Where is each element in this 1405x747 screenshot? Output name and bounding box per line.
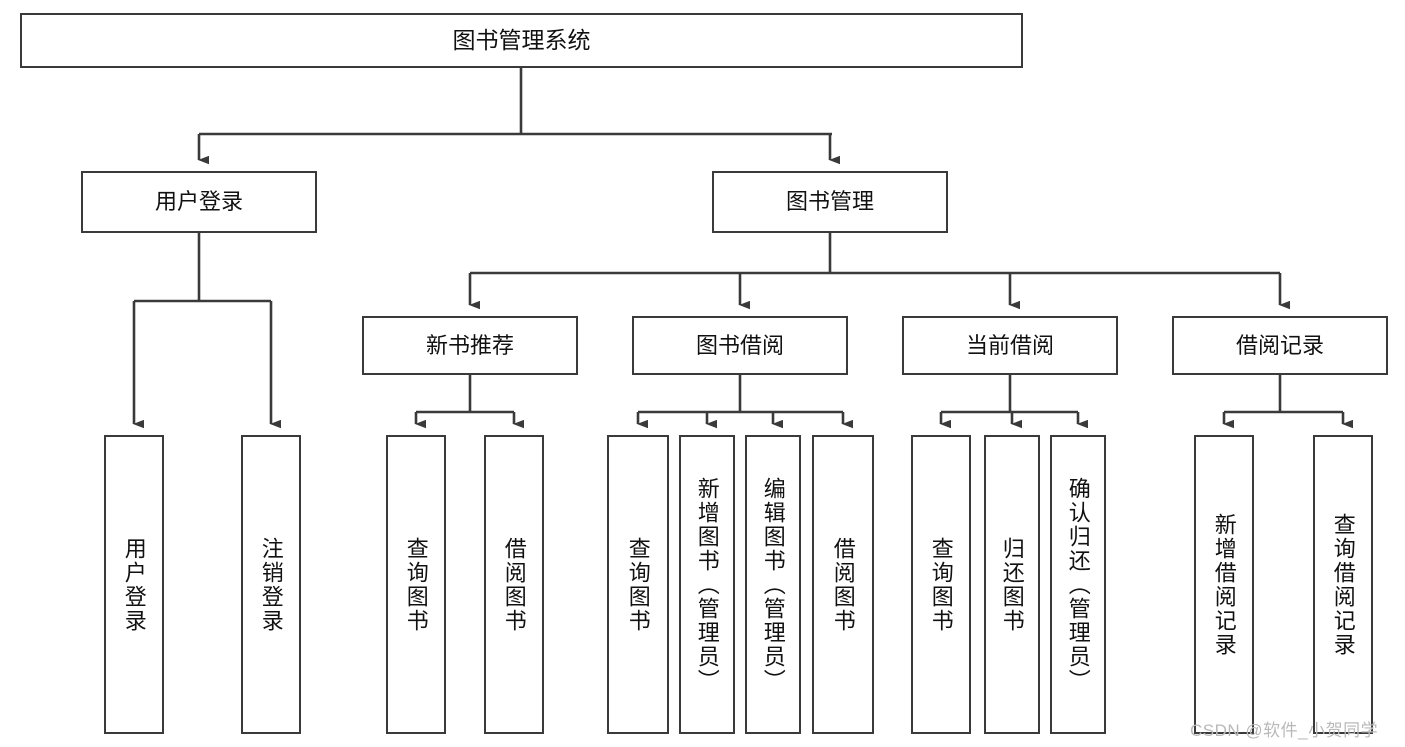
leaf-confirm-return-admin[interactable]: 确认归还（管理员） (1050, 435, 1106, 734)
leaf-add-borrow-record[interactable]: 新增借阅记录 (1194, 435, 1254, 734)
node-label: 编辑图书（管理员） (760, 476, 786, 693)
leaf-user-login[interactable]: 用户登录 (104, 435, 164, 734)
node-label: 查询借阅记录 (1330, 512, 1356, 657)
leaf-add-book-admin[interactable]: 新增图书（管理员） (679, 435, 735, 734)
node-label: 查询图书 (625, 536, 651, 633)
leaf-query-book-borrow[interactable]: 查询图书 (607, 435, 669, 734)
node-label: 借阅记录 (1235, 332, 1324, 358)
leaf-query-book-current[interactable]: 查询图书 (911, 435, 971, 734)
node-label: 用户登录 (121, 536, 147, 633)
leaf-query-borrow-record[interactable]: 查询借阅记录 (1313, 435, 1373, 734)
leaf-borrow-book[interactable]: 借阅图书 (812, 435, 874, 734)
node-label: 确认归还（管理员） (1065, 476, 1091, 693)
leaf-return-book[interactable]: 归还图书 (984, 435, 1040, 734)
leaf-edit-book-admin[interactable]: 编辑图书（管理员） (745, 435, 801, 734)
node-label: 查询图书 (928, 536, 954, 633)
node-user-login[interactable]: 用户登录 (81, 171, 317, 233)
node-borrow-record[interactable]: 借阅记录 (1172, 316, 1388, 375)
node-root-label: 图书管理系统 (452, 27, 591, 54)
node-label: 图书借阅 (695, 332, 784, 358)
node-label: 借阅图书 (830, 536, 856, 633)
node-label: 注销登录 (258, 536, 284, 633)
node-label: 用户登录 (154, 189, 243, 215)
node-label: 新书推荐 (425, 332, 514, 358)
node-book-management[interactable]: 图书管理 (712, 171, 948, 233)
node-label: 新增图书（管理员） (694, 476, 720, 693)
node-label: 当前借阅 (965, 332, 1054, 358)
node-label: 查询图书 (403, 536, 429, 633)
node-new-book-recommend[interactable]: 新书推荐 (362, 316, 578, 375)
leaf-logout[interactable]: 注销登录 (241, 435, 301, 734)
node-label: 图书管理 (785, 189, 874, 215)
leaf-query-book-recommend[interactable]: 查询图书 (386, 435, 446, 734)
node-root[interactable]: 图书管理系统 (20, 13, 1023, 68)
node-label: 归还图书 (999, 536, 1025, 633)
watermark: CSDN @软件_小贺同学 (1190, 721, 1379, 740)
node-label: 借阅图书 (501, 536, 527, 633)
node-book-borrow[interactable]: 图书借阅 (632, 316, 848, 375)
node-label: 新增借阅记录 (1211, 512, 1237, 657)
leaf-borrow-book-recommend[interactable]: 借阅图书 (484, 435, 544, 734)
node-current-borrow[interactable]: 当前借阅 (902, 316, 1118, 375)
